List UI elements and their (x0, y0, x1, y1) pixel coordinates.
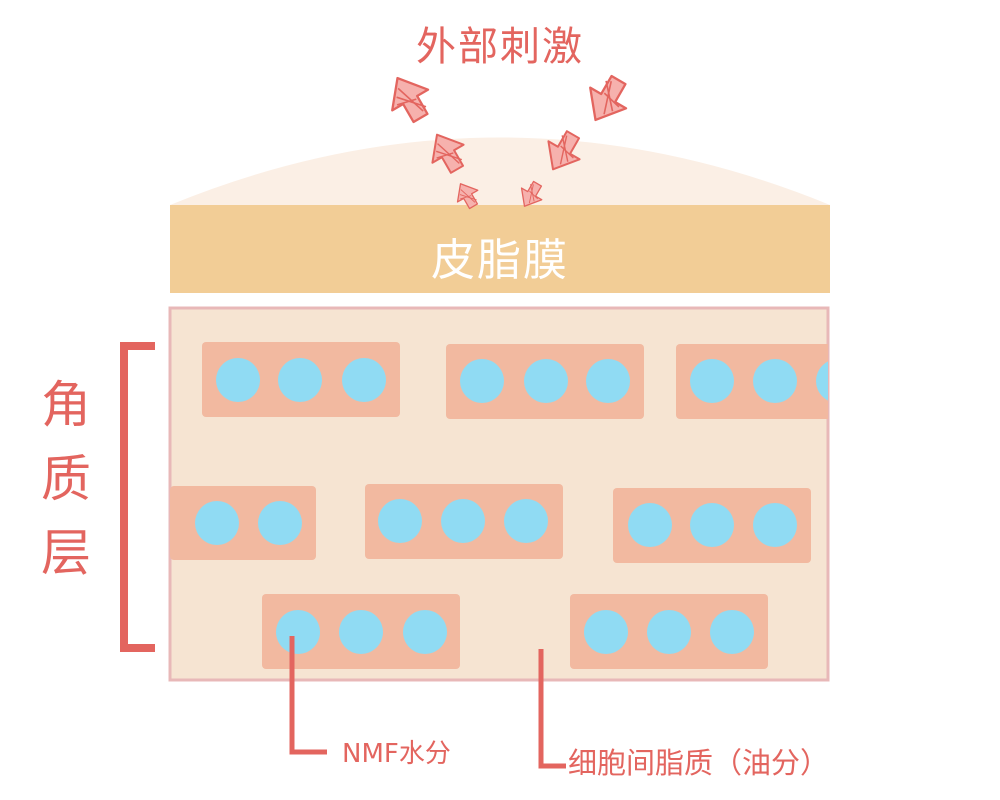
nmf-water-label: NMF水分 (342, 739, 451, 769)
nmf-water-dot (195, 501, 239, 545)
external-stimulus-label: 外部刺激 (416, 24, 584, 70)
corneocyte-cell (202, 342, 400, 417)
nmf-water-dot (753, 359, 797, 403)
stratum-corneum-bracket (120, 342, 155, 652)
nmf-water-dot (441, 499, 485, 543)
corneocyte-cell (613, 488, 811, 563)
nmf-leader-line (289, 636, 327, 755)
nmf-water-dot (753, 503, 797, 547)
stratum-corneum-label: 角质层 (41, 376, 91, 582)
nmf-water-dot (276, 610, 320, 654)
nmf-water-dot (216, 358, 260, 402)
corneocyte-cell (262, 594, 460, 669)
stimulus-arrow-in-icon (576, 68, 638, 132)
nmf-water-dot (586, 359, 630, 403)
nmf-water-dot (524, 359, 568, 403)
stimulus-arrow-out-icon (378, 66, 440, 130)
corneocyte-cell (170, 486, 316, 560)
skin-surface-dome (170, 137, 830, 205)
nmf-water-dot (339, 610, 383, 654)
nmf-water-dot (258, 501, 302, 545)
nmf-water-dot (647, 610, 691, 654)
nmf-water-dot (584, 610, 628, 654)
nmf-water-dot (504, 499, 548, 543)
nmf-water-dot (378, 499, 422, 543)
nmf-water-dot (278, 358, 322, 402)
nmf-water-dot (816, 361, 828, 401)
nmf-water-dot (403, 610, 447, 654)
nmf-water-dot (460, 359, 504, 403)
nmf-water-dot (710, 610, 754, 654)
nmf-water-dot (342, 358, 386, 402)
nmf-water-dot (690, 503, 734, 547)
corneocyte-cells (170, 342, 828, 669)
corneocyte-cell (365, 484, 563, 559)
nmf-water-dot (628, 503, 672, 547)
corneocyte-cell (570, 594, 768, 669)
nmf-water-dot (690, 359, 734, 403)
corneocyte-cell (446, 344, 644, 419)
corneocyte-cell (676, 344, 828, 419)
sebum-film-label: 皮脂膜 (431, 235, 569, 286)
sebum-film-band (170, 205, 830, 293)
intercellular-lipid-label: 细胞间脂质（油分） (568, 746, 830, 780)
lipid-leader-line (538, 649, 566, 769)
